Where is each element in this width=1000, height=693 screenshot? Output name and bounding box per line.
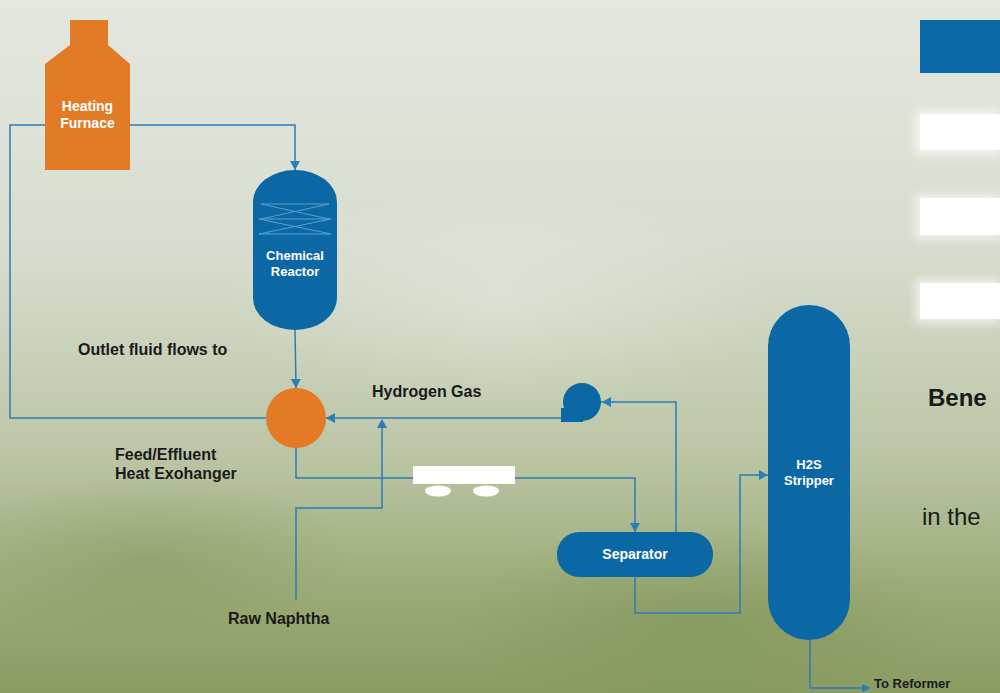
glow-bar bbox=[915, 194, 1000, 239]
node-outline bbox=[266, 388, 326, 448]
arrow-head bbox=[377, 419, 387, 428]
flow-line bbox=[295, 330, 296, 388]
cooler-fan bbox=[473, 486, 499, 497]
node-text: Chemical Reactor bbox=[259, 248, 331, 279]
feed-line bbox=[296, 427, 382, 600]
node-text: Heating Furnace bbox=[53, 98, 123, 132]
stripper-column: H2S Stripper bbox=[768, 305, 850, 640]
node-text: H2S Stripper bbox=[779, 457, 839, 488]
reactor-vessel: Chemical Reactor bbox=[253, 170, 337, 330]
stream-label: Raw Naphtha bbox=[228, 609, 329, 628]
flow-line bbox=[130, 125, 295, 170]
air-cooler bbox=[413, 466, 515, 484]
glow-bar bbox=[915, 110, 1000, 155]
white-bar bbox=[920, 283, 1000, 319]
header-bar bbox=[920, 20, 1000, 73]
separator-vessel: Separator bbox=[557, 532, 713, 577]
glow-bar bbox=[915, 279, 1000, 324]
body-fragment: in the bbox=[922, 503, 981, 532]
product-line bbox=[810, 640, 863, 688]
node-text: Separator bbox=[602, 546, 667, 563]
white-bar bbox=[920, 198, 1000, 235]
white-bar bbox=[920, 114, 1000, 150]
compressor-symbol bbox=[563, 383, 601, 421]
arrow-head bbox=[862, 684, 871, 692]
furnace-node: Heating Furnace bbox=[45, 20, 130, 170]
flow-line bbox=[326, 402, 676, 532]
heading-fragment: Bene bbox=[928, 384, 987, 413]
edge-label: Hydrogen Gas bbox=[372, 382, 481, 401]
stream-label: Outlet fluid flows to bbox=[78, 340, 227, 359]
cooler-fan bbox=[425, 486, 451, 497]
node-outline bbox=[45, 20, 130, 170]
arrow-head bbox=[602, 397, 611, 407]
stream-label: To Reformer bbox=[874, 676, 950, 692]
heat-exchanger: Feed/Effluent Heat Exohanger bbox=[266, 388, 326, 448]
node-text: Feed/Effluent Heat Exohanger bbox=[115, 445, 255, 483]
flow-line bbox=[296, 448, 635, 532]
